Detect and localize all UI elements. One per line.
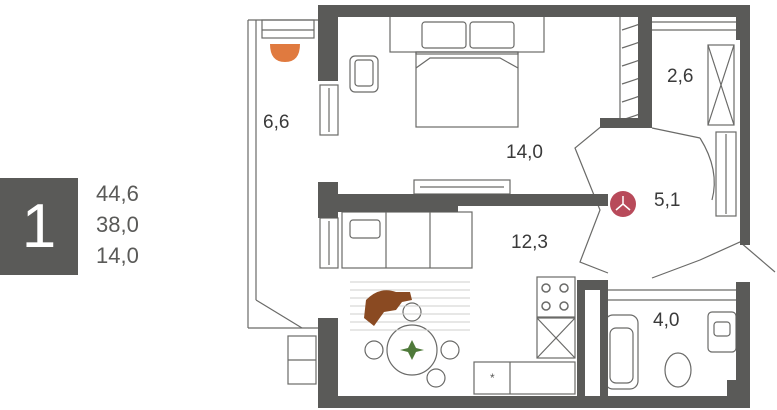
bedroom-area-label: 14,0 [506, 142, 543, 163]
hall-area-label: 5,1 [654, 190, 680, 211]
plant-icon [400, 340, 424, 360]
rooms-count: 1 [21, 192, 57, 261]
total-area: 44,6 [96, 181, 139, 206]
living-area: 38,0 [96, 212, 139, 237]
wardrobe-area-label: 2,6 [667, 66, 693, 87]
dog-icon [364, 290, 412, 326]
area-summary: 44,6 38,0 14,0 [96, 178, 186, 271]
svg-text:*: * [490, 371, 495, 385]
kitchen-area: 14,0 [96, 243, 139, 268]
kitchen-living-area-label: 12,3 [511, 232, 548, 253]
desk-chair-icon [270, 44, 300, 62]
balcony-area-label: 6,6 [263, 112, 289, 133]
rooms-count-box [0, 178, 78, 275]
bathroom-area-label: 4,0 [653, 310, 679, 331]
